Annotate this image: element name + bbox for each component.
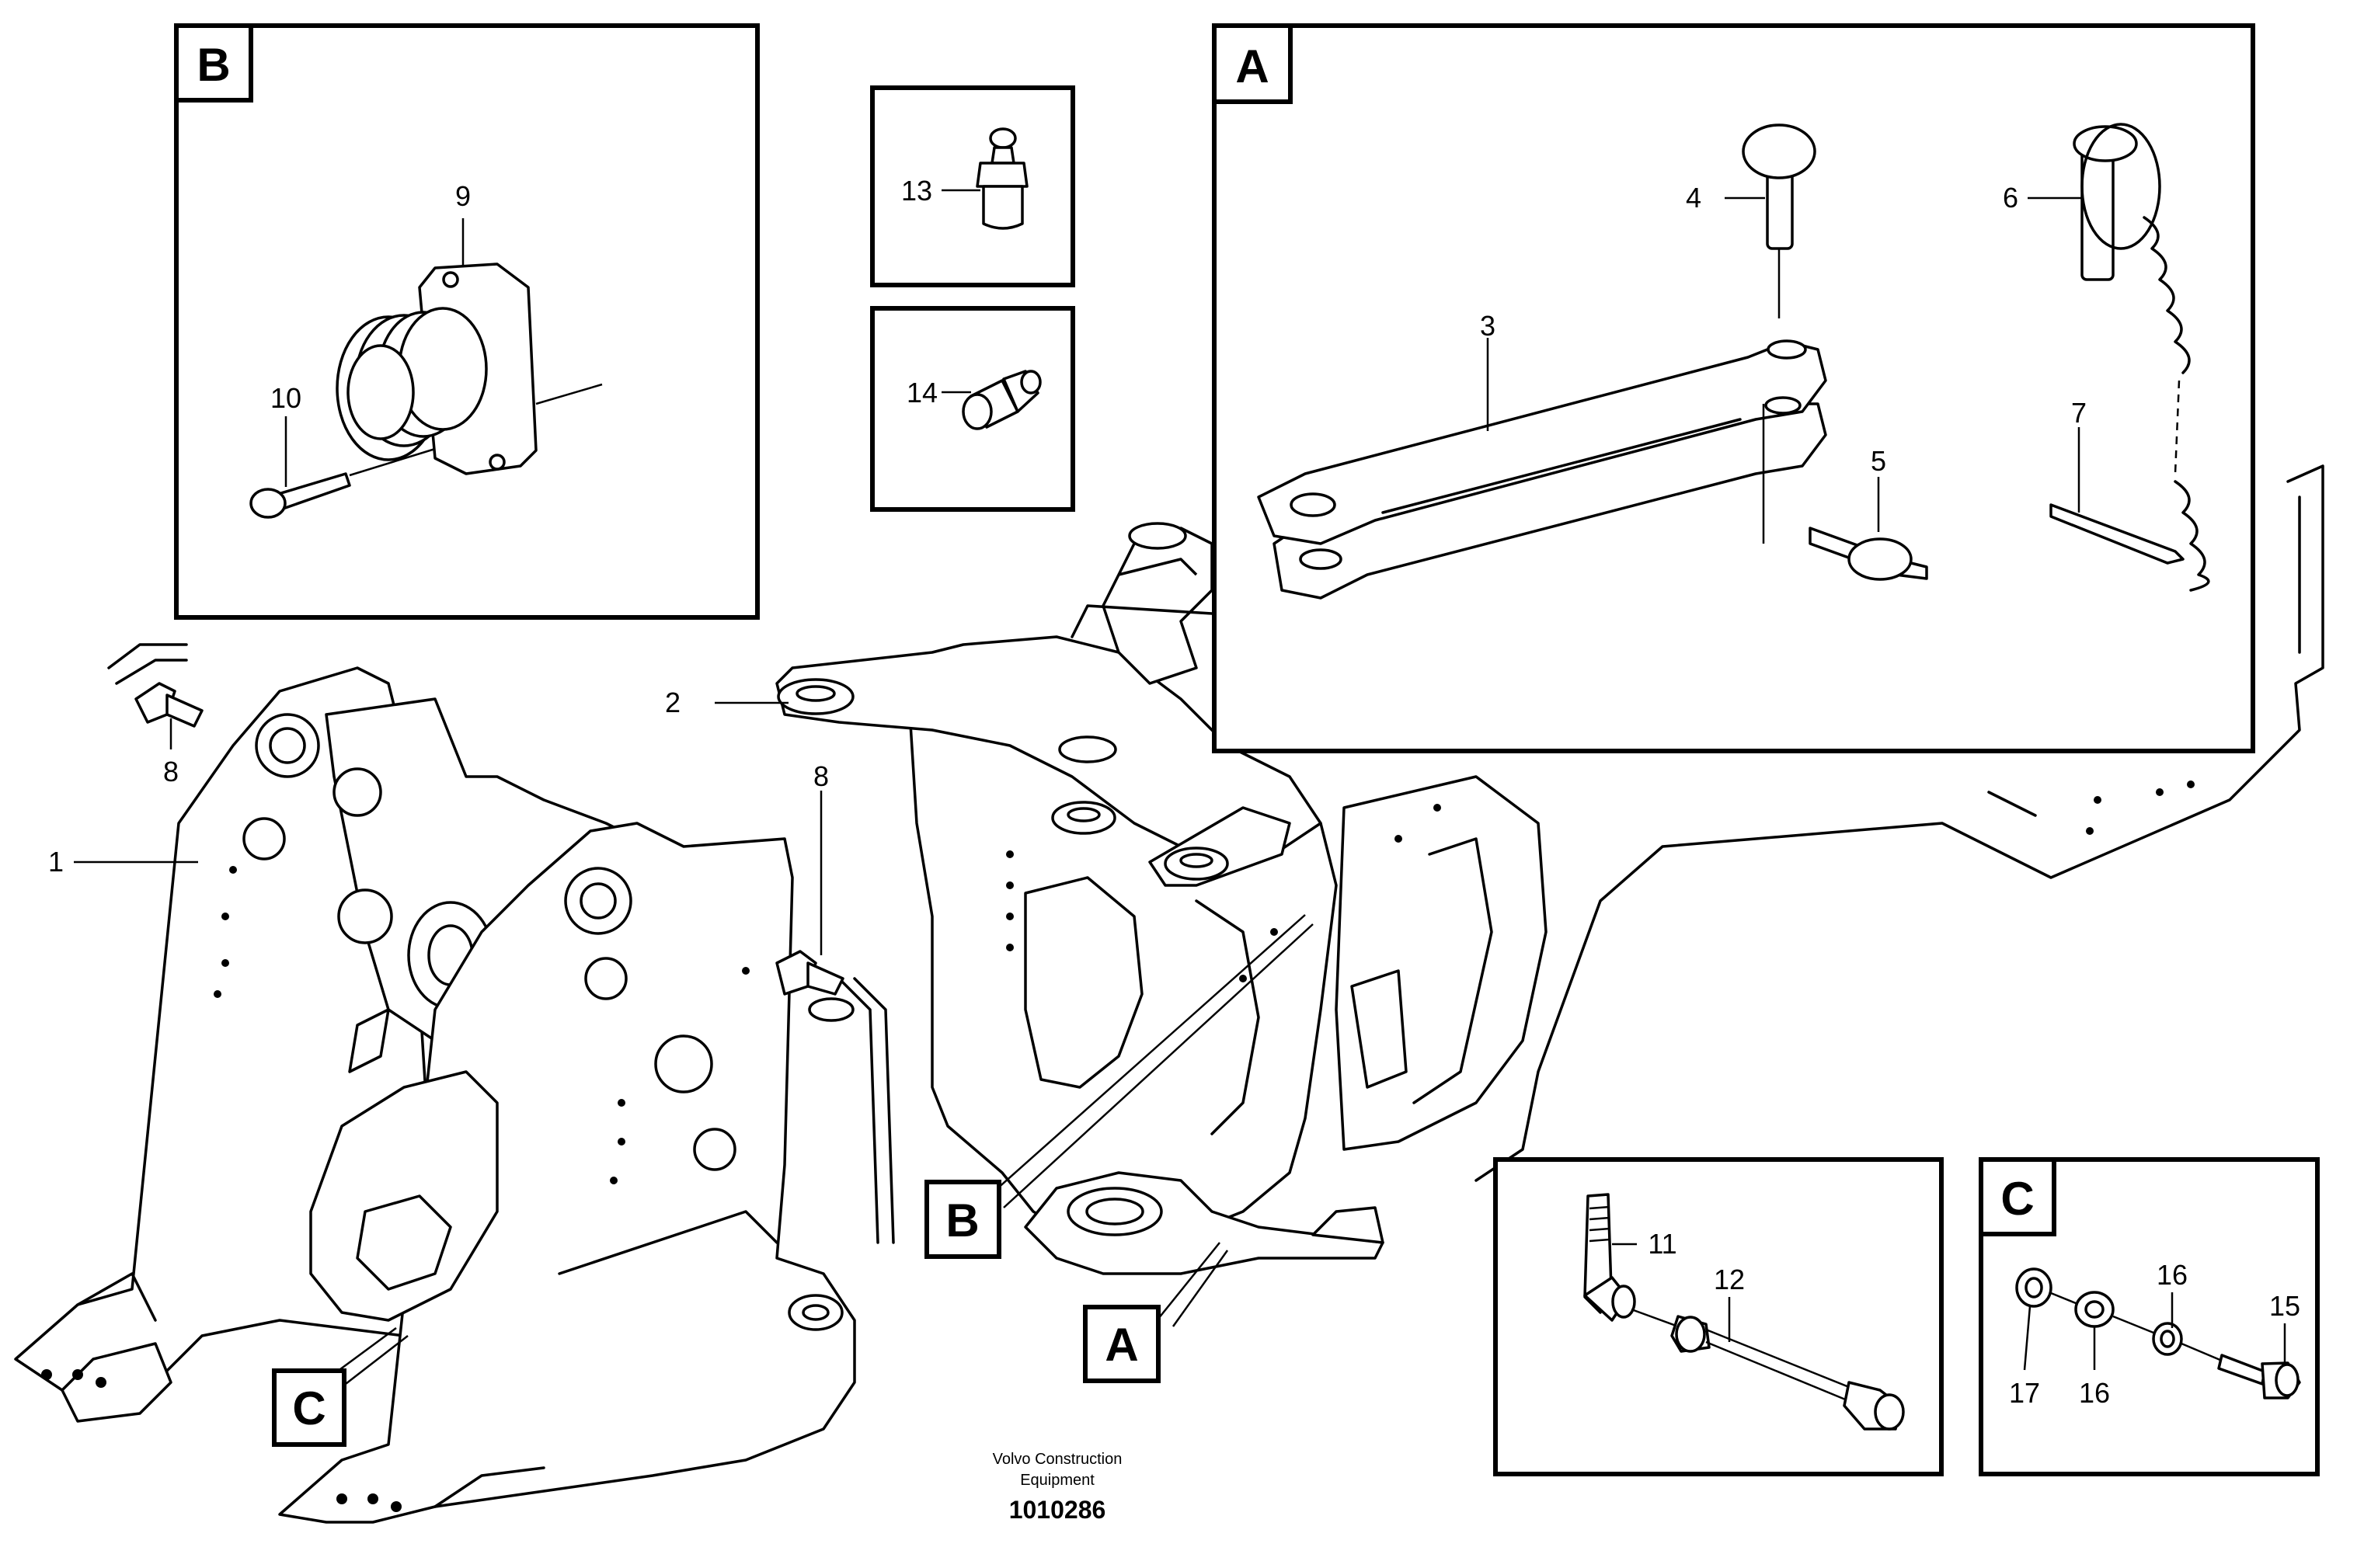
tag-a-box-frame xyxy=(1212,23,1293,104)
tag-c-box: C xyxy=(2000,1173,2034,1225)
callout-11: 11 xyxy=(1648,1228,1676,1260)
hose-fittings-11-12 xyxy=(1583,1193,1905,1431)
tag-b-pointer: B xyxy=(945,1194,979,1246)
tag-c-pointer: C xyxy=(292,1382,326,1434)
callout-numbers: 1 2 3 4 5 6 7 8 8 9 10 11 12 13 14 15 16… xyxy=(48,175,2300,1409)
callout-7: 7 xyxy=(2071,397,2087,429)
publisher-credit-line1: Volvo Construction xyxy=(993,1451,1123,1468)
callout-13: 13 xyxy=(901,175,932,207)
callout-1: 1 xyxy=(48,846,64,878)
tag-a-pointer: A xyxy=(1105,1319,1138,1371)
detail-b-parts xyxy=(249,262,603,519)
callout-2: 2 xyxy=(665,687,681,718)
front-frame-drawing xyxy=(14,464,2324,1524)
callout-9: 9 xyxy=(455,180,471,212)
callout-3: 3 xyxy=(1480,310,1495,342)
callout-16-lower: 16 xyxy=(2079,1377,2110,1409)
detail-13-frame xyxy=(870,85,1075,287)
tag-b-box: B xyxy=(197,39,230,91)
tag-a-pointer-frame xyxy=(1083,1305,1161,1383)
detail-c-parts xyxy=(2015,1267,2301,1399)
tag-c-box-frame xyxy=(1979,1157,2056,1236)
publisher-credit-line2: Equipment xyxy=(1020,1472,1095,1489)
callout-10: 10 xyxy=(270,382,301,414)
detail-a-parts xyxy=(1257,123,2210,600)
drawing-number: 1010286 xyxy=(1009,1496,1106,1524)
tag-b-box-frame xyxy=(174,23,253,103)
callout-4: 4 xyxy=(1686,182,1701,214)
callout-12: 12 xyxy=(1714,1264,1745,1295)
grease-nipple-13 xyxy=(976,127,1029,230)
callout-17: 17 xyxy=(2009,1377,2040,1409)
callout-5: 5 xyxy=(1871,445,1886,477)
tag-c-pointer-frame xyxy=(272,1368,346,1447)
callout-8-left: 8 xyxy=(163,756,179,787)
callout-8-center: 8 xyxy=(813,760,829,792)
tag-b-pointer-frame xyxy=(924,1180,1001,1259)
callout-6: 6 xyxy=(2003,182,2018,214)
callout-14: 14 xyxy=(907,377,938,409)
detail-tags: A B C A B C xyxy=(174,23,2056,1447)
callout-15: 15 xyxy=(2269,1290,2300,1322)
tag-a-box: A xyxy=(1235,40,1269,92)
grease-nipple-14 xyxy=(962,370,1042,430)
callout-16-upper: 16 xyxy=(2157,1259,2188,1291)
drawing-footer: Volvo Construction Equipment 1010286 xyxy=(993,1451,1123,1524)
